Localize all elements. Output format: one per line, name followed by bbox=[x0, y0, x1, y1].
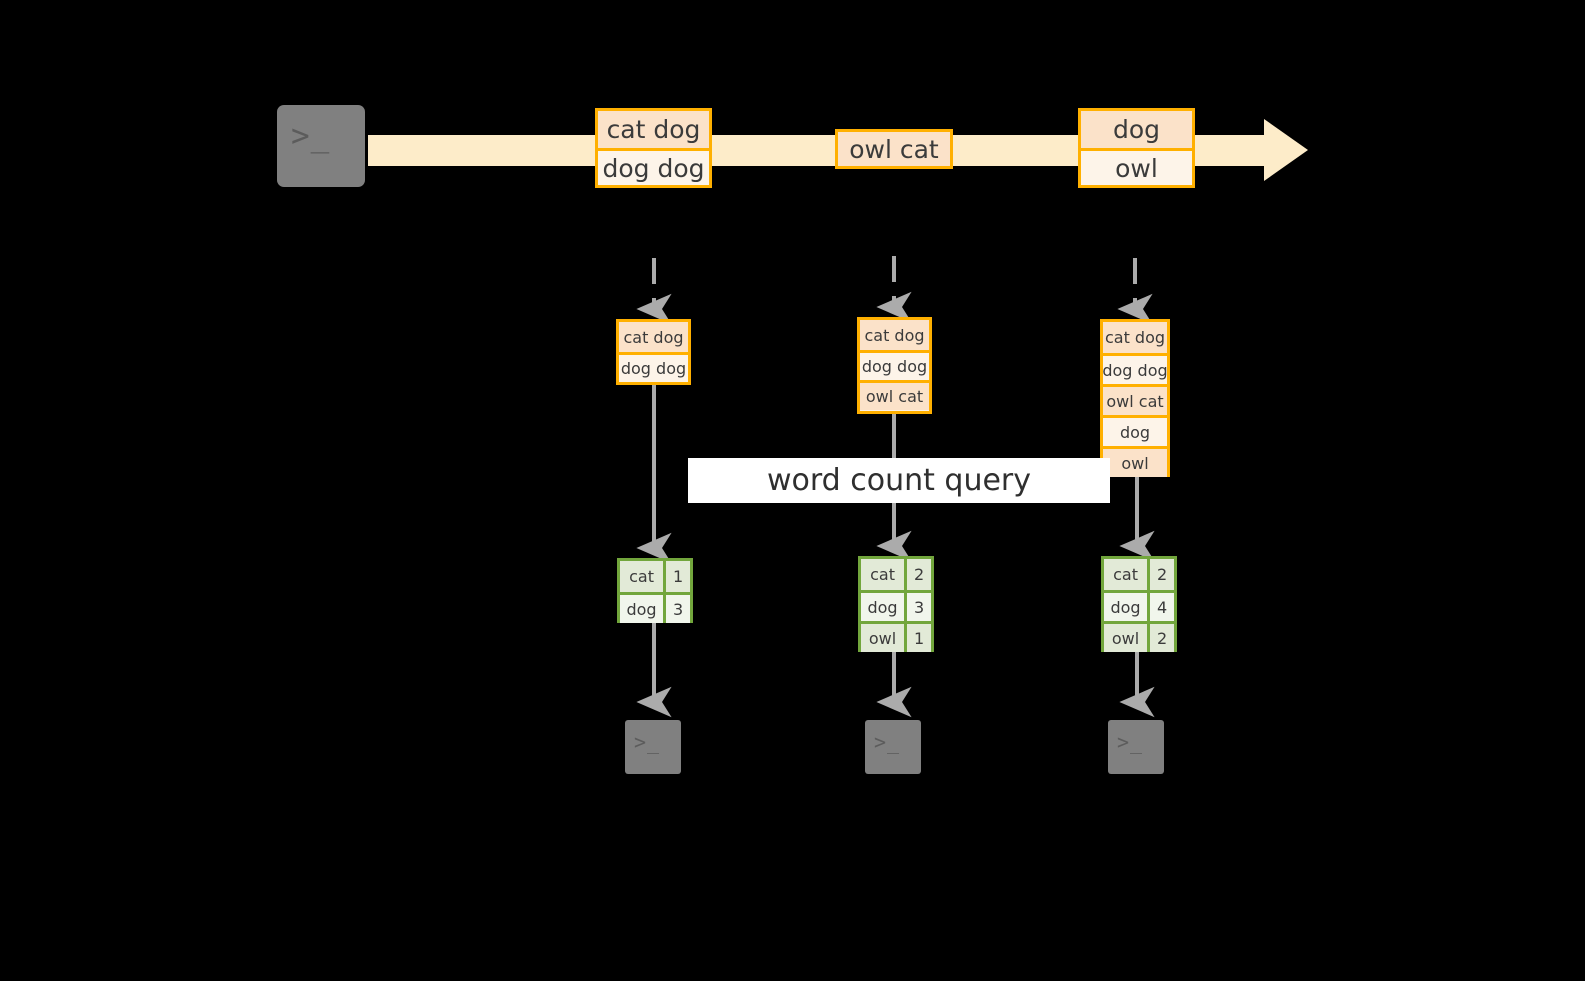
result-count: 2 bbox=[1147, 624, 1174, 652]
trigger-1-input-stack: cat dog dog dog bbox=[616, 319, 691, 385]
table-row: dog 4 bbox=[1104, 590, 1174, 621]
stream-batch-1: cat dog dog dog bbox=[595, 108, 712, 188]
input-row: owl cat bbox=[1103, 384, 1167, 415]
stream-batch-2: owl cat bbox=[835, 129, 953, 169]
input-row: owl cat bbox=[860, 380, 929, 410]
input-row: cat dog bbox=[1103, 322, 1167, 353]
table-row: dog 3 bbox=[620, 592, 690, 623]
trigger-3-sink-terminal-icon[interactable]: >_ bbox=[1100, 712, 1172, 782]
trigger-1-result-table: cat 1 dog 3 bbox=[617, 558, 693, 623]
result-word: owl bbox=[1104, 624, 1148, 652]
result-word: dog bbox=[1104, 593, 1148, 621]
terminal-prompt-glyph: >_ bbox=[1117, 730, 1144, 754]
terminal-prompt-glyph: >_ bbox=[634, 730, 661, 754]
trigger-2-sink-terminal-icon[interactable]: >_ bbox=[857, 712, 929, 782]
table-row: owl 1 bbox=[861, 621, 931, 652]
input-row: cat dog bbox=[619, 322, 688, 352]
table-row: cat 2 bbox=[1104, 559, 1174, 590]
stream-batch-line: dog bbox=[1081, 111, 1192, 148]
result-count: 1 bbox=[663, 561, 690, 592]
input-row: dog dog bbox=[860, 350, 929, 380]
trigger-2-result-table: cat 2 dog 3 owl 1 bbox=[858, 556, 934, 652]
trigger-3-input-stack: cat dog dog dog owl cat dog owl bbox=[1100, 319, 1170, 477]
table-row: owl 2 bbox=[1104, 621, 1174, 652]
stream-batch-line: cat dog bbox=[598, 111, 709, 148]
result-word: owl bbox=[861, 624, 905, 652]
input-row: dog bbox=[1103, 415, 1167, 446]
input-row: owl bbox=[1103, 446, 1167, 477]
result-count: 4 bbox=[1147, 593, 1174, 621]
result-word: cat bbox=[1104, 559, 1148, 590]
table-row: cat 1 bbox=[620, 561, 690, 592]
input-row: dog dog bbox=[619, 352, 688, 382]
source-terminal-icon[interactable]: >_ bbox=[268, 96, 374, 196]
trigger-2-input-stack: cat dog dog dog owl cat bbox=[857, 317, 932, 414]
trigger-1-sink-terminal-icon[interactable]: >_ bbox=[617, 712, 689, 782]
result-count: 2 bbox=[904, 559, 931, 590]
result-word: cat bbox=[861, 559, 905, 590]
result-count: 1 bbox=[904, 624, 931, 652]
table-row: cat 2 bbox=[861, 559, 931, 590]
terminal-prompt-glyph: >_ bbox=[874, 730, 901, 754]
table-row: dog 3 bbox=[861, 590, 931, 621]
stream-batch-line: owl bbox=[1081, 148, 1192, 185]
result-word: cat bbox=[620, 561, 664, 592]
result-count: 2 bbox=[1147, 559, 1174, 590]
query-label: word count query bbox=[688, 458, 1110, 503]
result-count: 3 bbox=[904, 593, 931, 621]
stream-batch-line: owl cat bbox=[838, 132, 950, 166]
terminal-prompt-glyph: >_ bbox=[291, 118, 331, 154]
stream-arrowhead-icon bbox=[1264, 119, 1308, 181]
result-word: dog bbox=[861, 593, 905, 621]
stream-batch-3: dog owl bbox=[1078, 108, 1195, 188]
stream-batch-line: dog dog bbox=[598, 148, 709, 185]
input-row: dog dog bbox=[1102, 353, 1168, 384]
result-word: dog bbox=[620, 595, 664, 623]
result-count: 3 bbox=[663, 595, 690, 623]
input-row: cat dog bbox=[860, 320, 929, 350]
trigger-3-result-table: cat 2 dog 4 owl 2 bbox=[1101, 556, 1177, 652]
